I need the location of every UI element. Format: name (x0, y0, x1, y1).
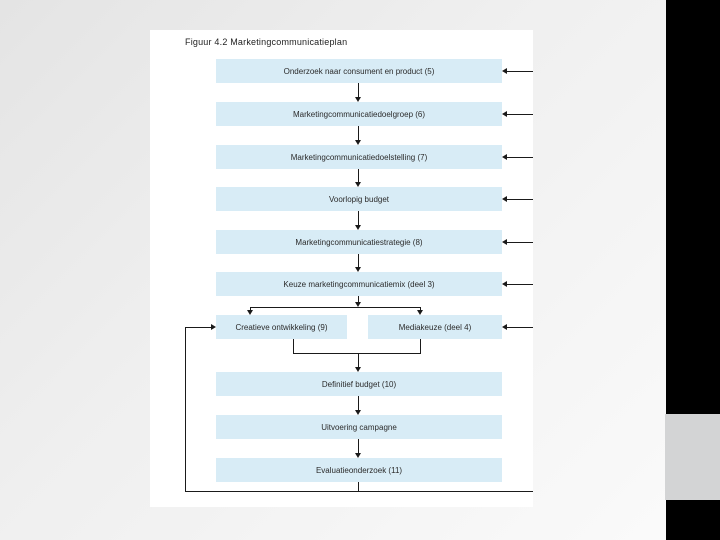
connector-arrow-6-head (355, 410, 361, 415)
right-accent-bar (666, 0, 720, 414)
merge-right-line (420, 339, 421, 353)
flow-box-voorlopig-budget: Voorlopig budget (216, 187, 502, 211)
feedback-right-head-1 (502, 68, 507, 74)
connector-arrow-5-line (358, 254, 359, 268)
merge-stem-head (355, 367, 361, 372)
connector-arrow-2-head (355, 140, 361, 145)
split-right-head (417, 310, 423, 315)
flow-box-uitvoering: Uitvoering campagne (216, 415, 502, 439)
merge-branch-line (293, 353, 421, 354)
flow-box-strategie: Marketingcommunicatiestrategie (8) (216, 230, 502, 254)
feedback-right-head-5 (502, 239, 507, 245)
connector-arrow-4-head (355, 225, 361, 230)
connector-arrow-4-line (358, 211, 359, 226)
merge-left-line (293, 339, 294, 353)
feedback-right-line-2 (507, 114, 533, 115)
split-right-line (420, 307, 421, 311)
right-accent-square (665, 414, 720, 500)
split-branch-line (250, 307, 421, 308)
feedback-right-head-4 (502, 196, 507, 202)
connector-arrow-1-line (358, 83, 359, 98)
connector-arrow-1-head (355, 97, 361, 102)
connector-arrow-3-line (358, 169, 359, 183)
flow-box-definitief-budget: Definitief budget (10) (216, 372, 502, 396)
feedback-right-line-5 (507, 242, 533, 243)
connector-arrow-7-line (358, 439, 359, 454)
split-stem-line (358, 296, 359, 304)
merge-stem-line (358, 353, 359, 368)
feedback-right-line-1 (507, 71, 533, 72)
feedback-left-line (185, 327, 186, 492)
feedback-left-arrow-line (185, 327, 212, 328)
split-left-line (250, 307, 251, 311)
feedback-right-head-2 (502, 111, 507, 117)
feedback-right-line-7 (507, 327, 533, 328)
feedback-right-head-7 (502, 324, 507, 330)
feedback-bottom-line (185, 491, 533, 492)
flow-box-creatieve-ontwikkeling: Creatieve ontwikkeling (9) (216, 315, 347, 339)
flowchart-page: Figuur 4.2 Marketingcommunicatieplan Ond… (150, 30, 533, 507)
connector-arrow-2-line (358, 126, 359, 141)
right-accent-bar-bottom (666, 500, 720, 540)
flow-box-mediakeuze: Mediakeuze (deel 4) (368, 315, 502, 339)
feedback-tail-line (358, 482, 359, 492)
figure-title: Figuur 4.2 Marketingcommunicatieplan (185, 37, 348, 47)
feedback-right-line-6 (507, 284, 533, 285)
flow-box-doelgroep: Marketingcommunicatiedoelgroep (6) (216, 102, 502, 126)
flow-box-doelstelling: Marketingcommunicatiedoelstelling (7) (216, 145, 502, 169)
connector-arrow-3-head (355, 182, 361, 187)
connector-arrow-6-line (358, 396, 359, 411)
feedback-right-head-6 (502, 281, 507, 287)
connector-arrow-5-head (355, 267, 361, 272)
split-left-head (247, 310, 253, 315)
feedback-left-arrow-head (211, 324, 216, 330)
flow-box-evaluatie: Evaluatieonderzoek (11) (216, 458, 502, 482)
split-stem-head (355, 302, 361, 307)
flow-box-keuze-mix: Keuze marketingcommunicatiemix (deel 3) (216, 272, 502, 296)
connector-arrow-7-head (355, 453, 361, 458)
feedback-right-head-3 (502, 154, 507, 160)
feedback-right-line-3 (507, 157, 533, 158)
flow-box-onderzoek: Onderzoek naar consument en product (5) (216, 59, 502, 83)
feedback-right-line-4 (507, 199, 533, 200)
